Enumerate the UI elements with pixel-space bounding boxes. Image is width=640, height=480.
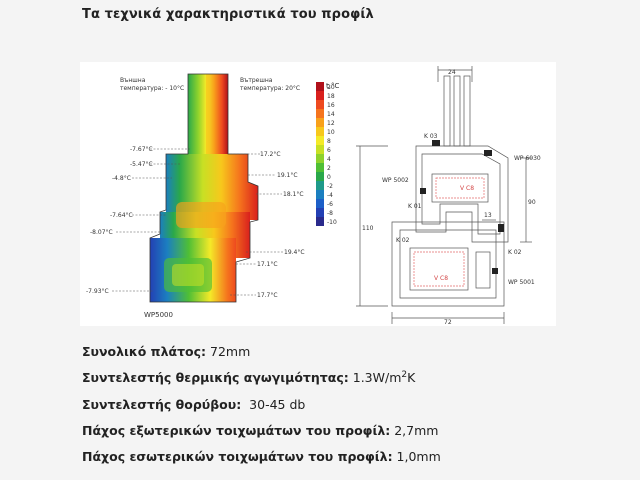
scale-swatch: [316, 82, 324, 91]
scale-tick-label: 8: [327, 138, 331, 145]
scale-swatch: [316, 208, 324, 217]
left-temp-2: -5.47°C: [130, 161, 153, 168]
left-temp-3: -4.8°C: [112, 175, 131, 182]
scale-tick-label: 20: [327, 84, 335, 91]
scale-swatch: [316, 199, 324, 208]
scale-swatch: [316, 163, 324, 172]
profile-figure: Външна температура: - 10°C Вътрешна темп…: [80, 62, 556, 326]
dim-small: 13: [484, 212, 492, 219]
label-vc8-top: V C8: [460, 185, 474, 192]
scale-tick-label: 16: [327, 102, 335, 109]
scale-tick-label: 10: [327, 129, 335, 136]
model-label: WP5000: [144, 311, 173, 319]
scale-tick-label: 0: [327, 174, 331, 181]
outside-temp-label-1: Външна: [120, 77, 146, 84]
label-k01: K 01: [408, 203, 422, 210]
spec-row: Πάχος εσωτερικών τοιχωμάτων του προφίλ: …: [82, 449, 441, 464]
spec-superscript: 2: [401, 370, 408, 380]
inside-temp-label-2: температура: 20°C: [240, 85, 300, 92]
scale-tick-label: -4: [327, 192, 333, 199]
spec-row: Συντελεστής θορύβου: 30-45 db: [82, 397, 305, 412]
scale-tick-label: -10: [327, 219, 337, 226]
page-title: Τα τεχνικά χαρακτηριστικά του προφίλ: [82, 7, 374, 22]
scale-swatch: [316, 181, 324, 190]
left-temp-4: -7.64°C: [110, 212, 133, 219]
scale-unit-label: t,°C: [326, 82, 339, 90]
right-temp-6: 17.7°C: [257, 292, 278, 299]
thermal-simulation-image: Външна температура: - 10°C Вътрешна темп…: [86, 73, 339, 319]
label-wp6030: WP 6030: [514, 155, 541, 162]
right-temp-3: 18.1°C: [283, 191, 304, 198]
left-temp-5: -8.07°C: [90, 229, 113, 236]
spec-label: Συντελεστής θορύβου:: [82, 397, 242, 412]
scale-swatch: [316, 172, 324, 181]
right-temp-1: 17.2°C: [260, 151, 281, 158]
label-wp5002: WP 5002: [382, 177, 409, 184]
scale-swatch: [316, 91, 324, 100]
spec-row: Πάχος εξωτερικών τοιχωμάτων του προφίλ: …: [82, 423, 438, 438]
label-k02-left: K 02: [396, 237, 410, 244]
left-temp-1: -7.67°C: [130, 146, 153, 153]
scale-swatch: [316, 190, 324, 199]
spec-value: 72mm: [206, 344, 251, 359]
scale-tick-label: 12: [327, 120, 335, 127]
right-temp-2: 19.1°C: [277, 172, 298, 179]
scale-swatch: [316, 217, 324, 226]
scale-tick-label: 18: [327, 93, 335, 100]
scale-tick-label: 14: [327, 111, 335, 118]
right-temp-4: 19.4°C: [284, 249, 305, 256]
profile-cross-section-drawing: 24 72 110 90 13 K 03 WP 6030 WP 5002 K 0…: [356, 66, 541, 326]
spec-value: 1.3W/m: [348, 370, 402, 385]
scale-swatch: [316, 109, 324, 118]
spec-value: 1,0mm: [392, 449, 441, 464]
outside-temp-label-2: температура: - 10°C: [120, 85, 184, 92]
scale-swatch: [316, 118, 324, 127]
dim-right: 90: [528, 199, 536, 206]
label-k02-right: K 02: [508, 249, 522, 256]
spec-value: 30-45 db: [241, 397, 306, 412]
scale-tick-label: 4: [327, 156, 331, 163]
dim-top: 24: [448, 69, 456, 76]
scale-tick-label: -2: [327, 183, 333, 190]
dim-left: 110: [362, 225, 374, 232]
left-temp-6: -7.93°C: [86, 288, 109, 295]
spec-unit-tail: K: [407, 370, 416, 385]
spec-label: Συνολικό πλάτος:: [82, 344, 207, 359]
scale-tick-label: -6: [327, 201, 333, 208]
inside-temp-label-1: Вътрешна: [240, 77, 273, 84]
spec-label: Πάχος εξωτερικών τοιχωμάτων του προφίλ:: [82, 423, 391, 438]
dim-bottom: 72: [444, 319, 452, 326]
label-k03: K 03: [424, 133, 438, 140]
scale-swatch: [316, 127, 324, 136]
scale-swatch: [316, 136, 324, 145]
spec-row: Συνολικό πλάτος: 72mm: [82, 344, 250, 359]
scale-swatch: [316, 154, 324, 163]
scale-swatch: [316, 145, 324, 154]
spec-label: Συντελεστής θερμικής αγωγιμότητας:: [82, 370, 349, 385]
scale-tick-label: 6: [327, 147, 331, 154]
label-wp5001: WP 5001: [508, 279, 535, 286]
scale-swatch: [316, 100, 324, 109]
scale-tick-label: 2: [327, 165, 331, 172]
spec-label: Πάχος εσωτερικών τοιχωμάτων του προφίλ:: [82, 449, 393, 464]
scale-tick-label: -8: [327, 210, 333, 217]
label-vc8-bottom: V C8: [434, 275, 448, 282]
spec-value: 2,7mm: [390, 423, 439, 438]
spec-row: Συντελεστής θερμικής αγωγιμότητας: 1.3W/…: [82, 370, 415, 385]
right-temp-5: 17.1°C: [257, 261, 278, 268]
